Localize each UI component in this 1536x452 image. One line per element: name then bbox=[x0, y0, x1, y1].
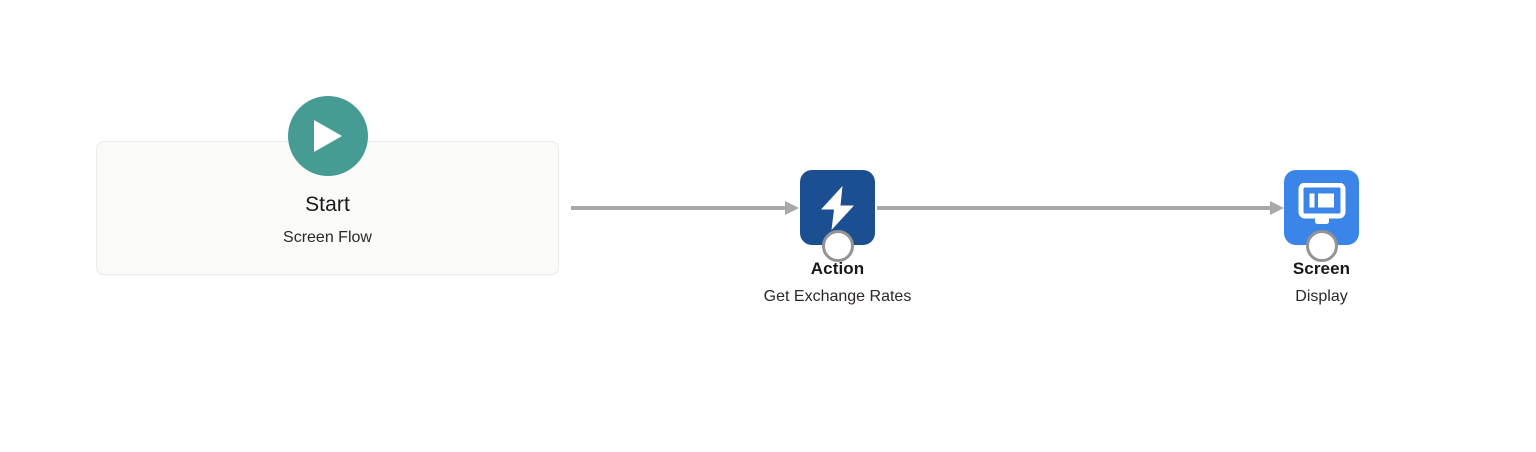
screen-connector-circle[interactable] bbox=[1305, 230, 1338, 262]
action-connector-circle[interactable] bbox=[821, 230, 854, 262]
start-title: Start bbox=[305, 193, 350, 216]
action-label-block: Action Get Exchange Rates bbox=[764, 257, 912, 309]
start-text-block: Start Screen Flow bbox=[96, 191, 559, 250]
screen-icon-tile[interactable] bbox=[1284, 170, 1359, 262]
start-element[interactable]: Start Screen Flow bbox=[96, 96, 559, 275]
flow-node-screen[interactable]: Screen Display bbox=[1284, 170, 1359, 305]
start-subtitle: Screen Flow bbox=[283, 229, 372, 247]
connector-start-to-action[interactable] bbox=[570, 200, 800, 216]
flow-node-action[interactable]: Action Get Exchange Rates bbox=[764, 170, 911, 305]
screen-display-icon bbox=[1298, 182, 1345, 224]
screen-subtitle: Display bbox=[1295, 287, 1348, 305]
lightning-bolt-icon bbox=[820, 185, 854, 230]
action-icon-tile[interactable] bbox=[800, 170, 875, 262]
screen-title: Screen bbox=[1292, 259, 1351, 278]
action-subtitle: Get Exchange Rates bbox=[763, 287, 912, 305]
connector-action-to-screen[interactable] bbox=[876, 200, 1285, 216]
screen-label-block: Screen Display bbox=[1293, 257, 1350, 309]
action-title: Action bbox=[810, 259, 865, 278]
play-circle-icon bbox=[287, 96, 368, 176]
